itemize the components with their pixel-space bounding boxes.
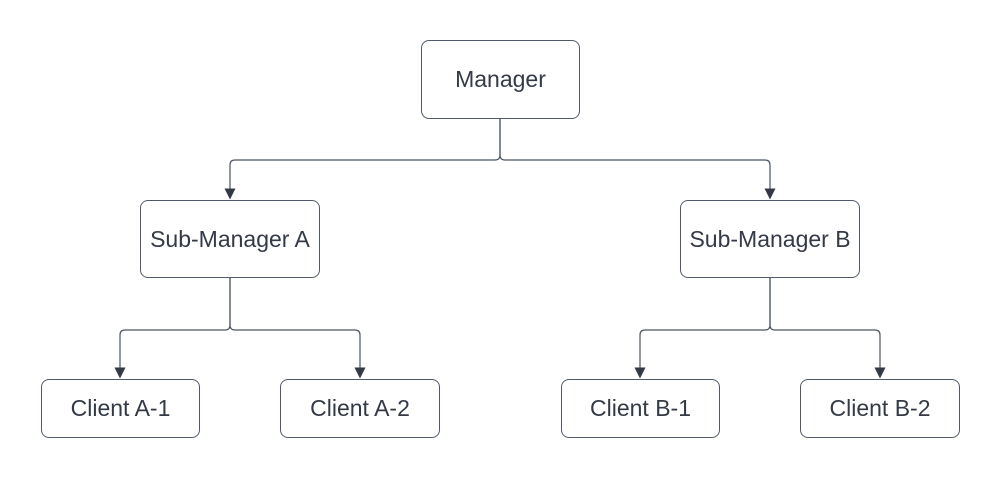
connector-sub-manager-b-to-client-b-2 xyxy=(769,278,881,368)
node-client-b-2: Client B-2 xyxy=(800,379,960,438)
arrowhead-client-a-1 xyxy=(114,367,126,379)
connector-manager-to-sub-manager-b xyxy=(499,119,771,189)
node-sub-manager-a-label: Sub-Manager A xyxy=(150,225,310,252)
node-client-b-2-label: Client B-2 xyxy=(829,395,931,421)
node-client-a-2: Client A-2 xyxy=(280,379,440,438)
arrowhead-client-b-2 xyxy=(874,367,886,379)
node-client-b-1-label: Client B-1 xyxy=(590,395,691,421)
node-client-a-2-label: Client A-2 xyxy=(310,395,410,421)
node-sub-manager-a: Sub-Manager A xyxy=(140,200,320,278)
arrowhead-sub-manager-a xyxy=(224,188,236,200)
connector-manager-to-sub-manager-a xyxy=(229,119,501,189)
arrowhead-sub-manager-b xyxy=(764,188,776,200)
connector-sub-manager-b-to-client-b-1 xyxy=(639,278,771,368)
node-manager-label: Manager xyxy=(455,66,546,92)
node-client-a-1-label: Client A-1 xyxy=(70,395,171,421)
arrowhead-client-a-2 xyxy=(354,367,366,379)
arrowhead-client-b-1 xyxy=(634,367,646,379)
node-sub-manager-b-label: Sub-Manager B xyxy=(689,225,851,252)
connector-sub-manager-a-to-client-a-1 xyxy=(119,278,231,368)
connector-sub-manager-a-to-client-a-2 xyxy=(229,278,361,368)
node-sub-manager-b: Sub-Manager B xyxy=(680,200,860,278)
node-client-a-1: Client A-1 xyxy=(41,379,200,438)
node-manager: Manager xyxy=(421,40,580,119)
node-client-b-1: Client B-1 xyxy=(561,379,720,438)
